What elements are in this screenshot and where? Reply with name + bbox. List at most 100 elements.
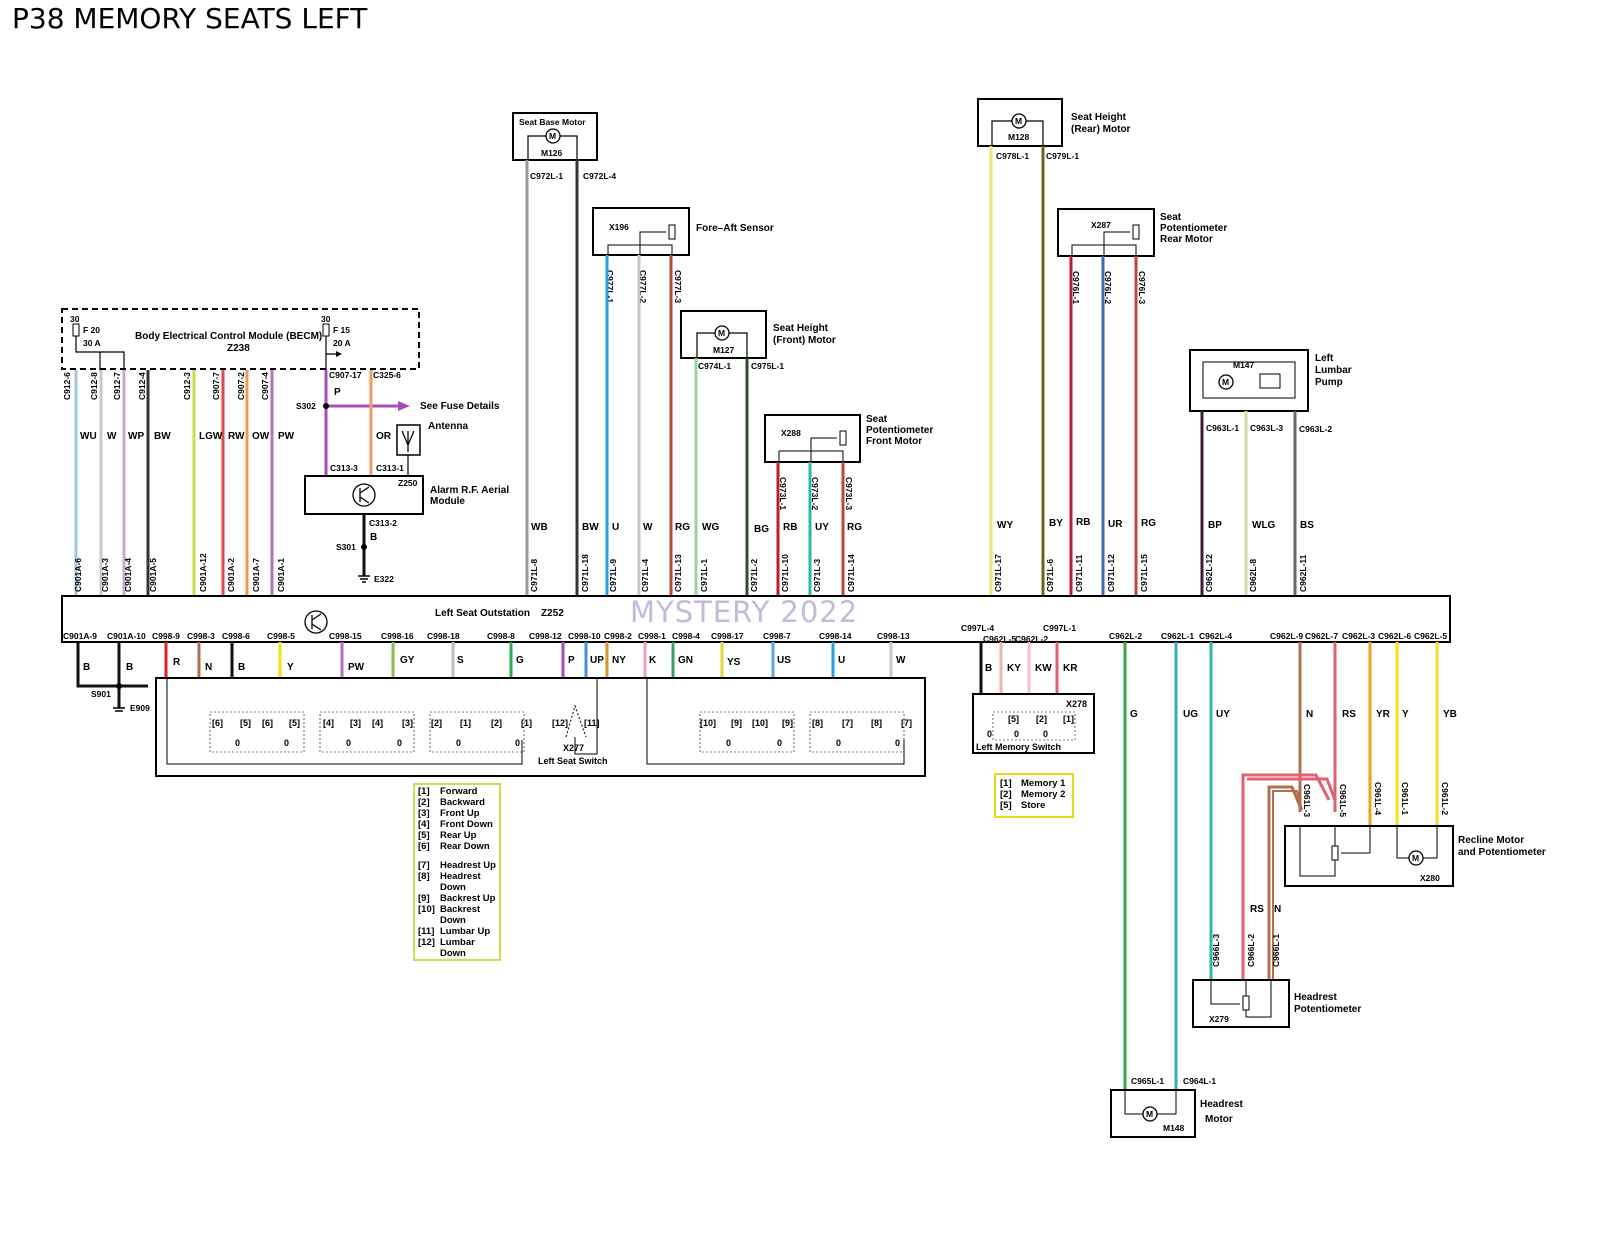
pin-label: C972L-4 xyxy=(583,171,616,181)
seat-base-motor: Seat Base Motor M M126 C972L-1 C972L-4 xyxy=(512,112,616,181)
switch-zero: 0 xyxy=(836,738,841,748)
svg-text:M: M xyxy=(549,131,556,141)
switch-label: [7] xyxy=(842,718,853,728)
component-name: Seat Height xyxy=(1071,112,1127,123)
switch-zero: 0 xyxy=(284,738,289,748)
seat-height-front-motor: M M127 Seat Height (Front) Motor C974L-1… xyxy=(680,310,836,371)
switch-zero: 0 xyxy=(777,738,782,748)
ecu-pin: C971L-3 xyxy=(812,559,822,592)
legend-num: [1] xyxy=(1000,778,1012,789)
wire-code: N xyxy=(1306,709,1313,720)
transistor-icon xyxy=(352,483,376,507)
switch-label: [8] xyxy=(871,718,882,728)
wire-code: RG xyxy=(847,522,862,533)
switch-label: [3] xyxy=(350,718,361,728)
ecu-pin: C901A-12 xyxy=(198,553,208,592)
legend-text: Front Up xyxy=(440,808,480,819)
ecu-pin: C971L-15 xyxy=(1139,554,1149,592)
wire-code: UP xyxy=(590,655,604,666)
component-name: Lumbar xyxy=(1315,365,1352,376)
motor-icon xyxy=(1218,374,1234,390)
legend-text: Down xyxy=(440,915,466,926)
switch-label: [8] xyxy=(812,718,823,728)
left-seat-outstation: Left Seat Outstation Z252 xyxy=(61,595,1451,643)
potentiometer-icon xyxy=(1242,995,1250,1011)
pin-label: C974L-1 xyxy=(698,361,731,371)
seat-potentiometer-rear: X287 Seat Potentiometer Rear Motor C976L… xyxy=(1057,208,1227,304)
wire-code: RB xyxy=(1076,517,1090,528)
switch-label: [7] xyxy=(901,718,912,728)
ecu-pin: C901A-6 xyxy=(73,558,83,592)
pin-label: C966L-3 xyxy=(1211,934,1221,967)
becm-pin: C912-6 xyxy=(62,372,72,400)
fuse-right-supply: 30 xyxy=(321,314,331,324)
wire-code: W xyxy=(896,655,906,666)
pin-label: C976L-3 xyxy=(1137,271,1147,304)
wire-code: UG xyxy=(1183,709,1198,720)
fuse-left-rating: 30 A xyxy=(83,338,101,348)
ecu-id: Z252 xyxy=(541,608,564,619)
ecu-pin: C998-3 xyxy=(187,631,215,641)
legend-text: Headrest Up xyxy=(440,860,496,871)
pin-label: C965L-1 xyxy=(1131,1076,1164,1086)
wire-code: UY xyxy=(815,522,829,533)
pin-label: C976L-1 xyxy=(1071,271,1081,304)
component-name: Seat xyxy=(1160,212,1182,223)
fuse-left-name: F 20 xyxy=(83,325,100,335)
pin-label: C975L-1 xyxy=(751,361,784,371)
switch-label: [2] xyxy=(491,718,502,728)
component-name: Motor xyxy=(1205,1114,1233,1125)
wire-code: S xyxy=(457,655,464,666)
becm-id: Z238 xyxy=(227,343,250,354)
wire-code: BG xyxy=(754,524,769,535)
ecu-pin: C962L-11 xyxy=(1298,554,1308,592)
component-id: M128 xyxy=(1008,132,1030,142)
wire-code: WU xyxy=(80,431,97,442)
ecu-pin: C971L-6 xyxy=(1045,559,1055,592)
mid-wires: WB BW U W RG WG BG RB UY RG WY BY RB UR … xyxy=(525,146,1314,596)
wire-code: Y xyxy=(287,662,294,673)
ecu-pin: C901A-10 xyxy=(107,631,146,641)
ecu-pin: C998-7 xyxy=(763,631,791,641)
wire-code: R xyxy=(173,657,181,668)
ecu-pin: C998-14 xyxy=(819,631,852,641)
ecu-pin: C962L-6 xyxy=(1378,631,1411,641)
switch-zero: 0 xyxy=(235,738,240,748)
legend-num: [9] xyxy=(418,893,430,904)
wire-code: RS xyxy=(1342,709,1356,720)
watermark: MYSTERY 2022 xyxy=(630,595,859,629)
wire-code: KR xyxy=(1063,663,1078,674)
wire-code: NY xyxy=(612,655,626,666)
seat-height-rear-motor: M M128 Seat Height (Rear) Motor C978L-1 … xyxy=(977,98,1131,161)
ecu-bottom-pins: C901A-9 C901A-10 C998-9 C998-3 C998-6 C9… xyxy=(63,623,1447,644)
wire-code: US xyxy=(777,655,791,666)
component-name: (Front) Motor xyxy=(773,335,836,346)
splice-label: S301 xyxy=(336,542,356,552)
ecu-pin: C901A-7 xyxy=(251,558,261,592)
ecu-pin: C998-18 xyxy=(427,631,460,641)
wire-code: RG xyxy=(675,522,690,533)
component-id: M147 xyxy=(1233,360,1255,370)
legend-text: Lumbar xyxy=(440,937,475,948)
ecu-pin: C998-6 xyxy=(222,631,250,641)
wire-code: B xyxy=(83,662,90,673)
legend-text: Front Down xyxy=(440,819,493,830)
pin-label: C964L-1 xyxy=(1183,1076,1216,1086)
ecu-top-pins: C901A-6 C901A-3 C901A-4 C901A-5 C901A-12… xyxy=(73,553,1308,592)
wire-code: P xyxy=(568,655,575,666)
wire-code: Y xyxy=(1402,709,1409,720)
switch-label: [1] xyxy=(521,718,532,728)
module-name: Module xyxy=(430,496,465,507)
ecu-pin: C901A-4 xyxy=(123,558,133,592)
legend-text: Rear Up xyxy=(440,830,477,841)
switch-zero: 0 xyxy=(895,738,900,748)
legend-text: Backrest xyxy=(440,904,481,915)
component-name: and Potentiometer xyxy=(1458,847,1546,858)
legend-text: Backrest Up xyxy=(440,893,496,904)
becm-pin: C907-2 xyxy=(236,372,246,400)
pin-label: C961L-3 xyxy=(1302,784,1312,817)
pin-label: C961L-5 xyxy=(1338,784,1348,817)
ecu-pin: C998-4 xyxy=(672,631,700,641)
ecu-pin: C971L-12 xyxy=(1106,554,1116,592)
